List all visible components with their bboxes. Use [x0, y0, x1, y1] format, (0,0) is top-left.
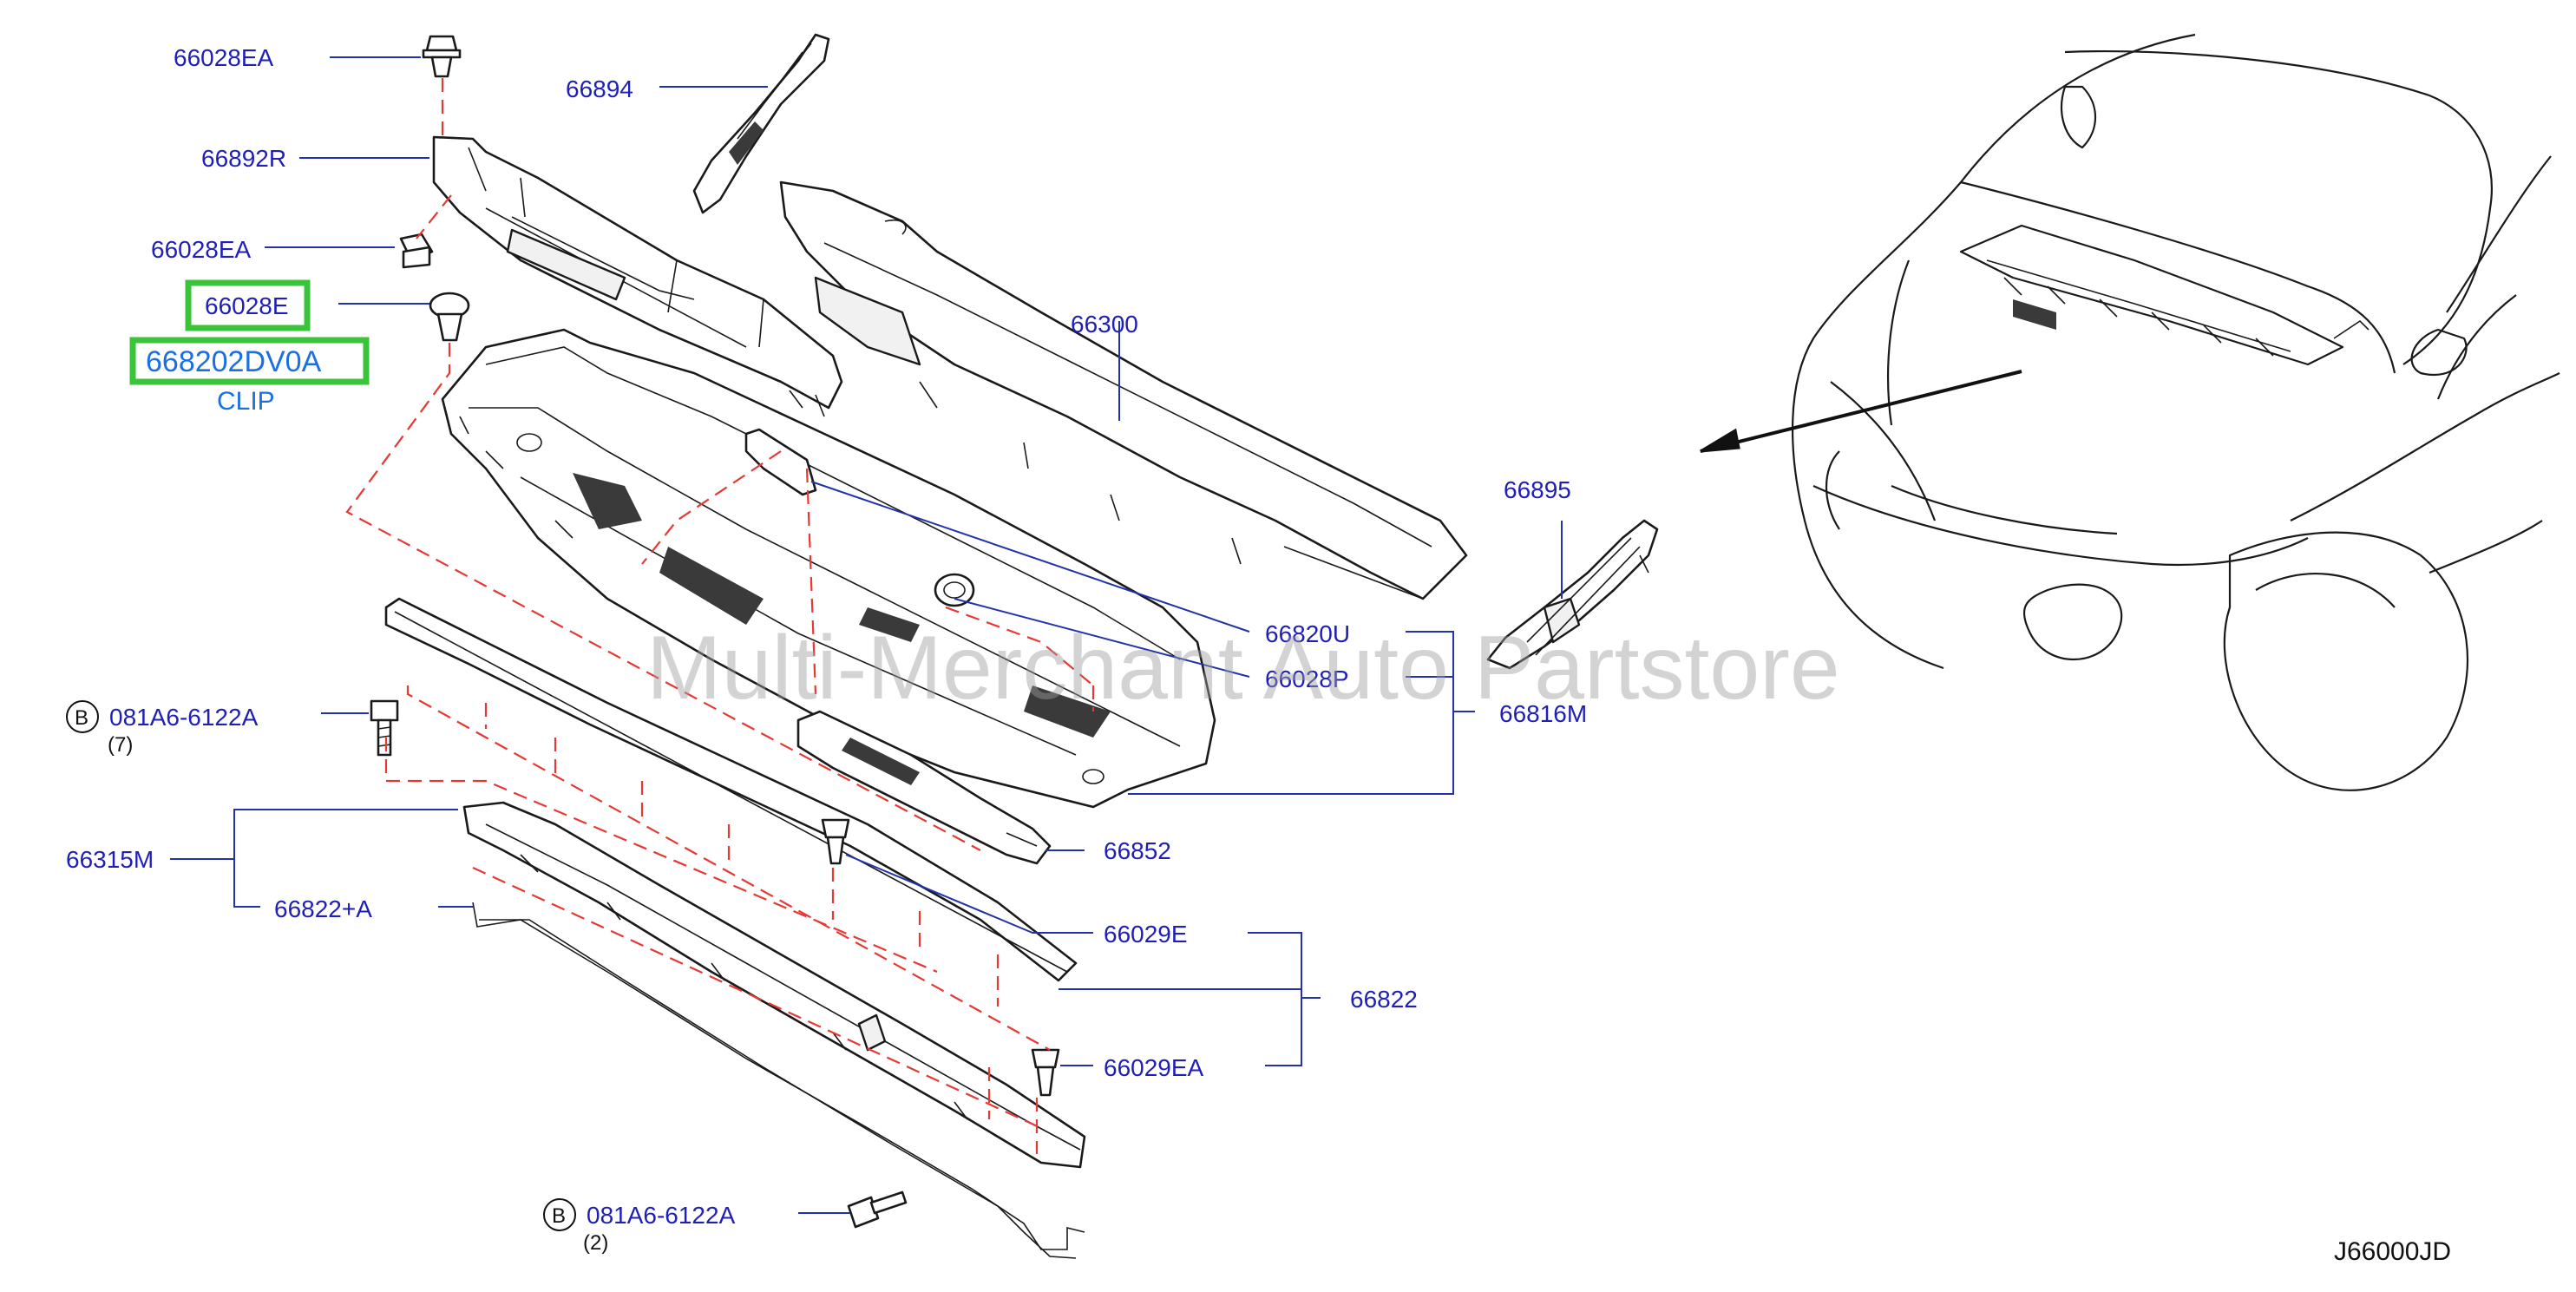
b-marker-bottom-letter: B [552, 1204, 566, 1228]
fastener-66028EA-top [422, 35, 462, 78]
label-66820U[interactable]: 66820U [1265, 620, 1350, 647]
label-clip: CLIP [217, 387, 275, 416]
label-668202DV0A[interactable]: 668202DV0A [146, 345, 322, 378]
part-66816M [441, 328, 1216, 809]
part-66852 [796, 710, 1052, 865]
part-66315M [462, 801, 1086, 1169]
label-66894[interactable]: 66894 [566, 75, 633, 102]
fastener-bolt-bottom [847, 1190, 908, 1229]
label-66028EA-top[interactable]: 66028EA [174, 44, 274, 71]
label-66816M[interactable]: 66816M [1499, 700, 1587, 727]
label-66895[interactable]: 66895 [1504, 476, 1571, 503]
fastener-66029EA [1031, 1048, 1060, 1097]
label-66029EA[interactable]: 66029EA [1104, 1054, 1204, 1081]
label-bolt-bottom-qty: (2) [583, 1231, 608, 1255]
b-marker-bottom [543, 1198, 576, 1231]
diagram-code: J66000JD [2334, 1237, 2451, 1266]
label-66892R[interactable]: 66892R [201, 145, 286, 172]
label-bolt-top-qty: (7) [108, 733, 133, 757]
label-66822[interactable]: 66822 [1350, 986, 1418, 1013]
label-66028EA-mid[interactable]: 66028EA [151, 236, 252, 263]
label-66028P[interactable]: 66028P [1265, 666, 1349, 692]
highlight-66028E [185, 279, 311, 331]
label-bolt-bottom[interactable]: 081A6-6122A [587, 1202, 736, 1229]
part-66894 [692, 33, 830, 214]
highlight-668202DV0A [129, 337, 370, 385]
fastener-66028EA-mid [399, 233, 434, 269]
b-marker-top-letter: B [75, 706, 88, 730]
label-66029E[interactable]: 66029E [1104, 921, 1188, 948]
part-66820U [744, 428, 817, 496]
fastener-66029E [821, 818, 850, 865]
part-66822 [384, 597, 1078, 982]
label-66822A[interactable]: 66822+A [274, 895, 372, 922]
fastener-bolt-top [370, 699, 399, 757]
fastener-66028E-clip [429, 292, 470, 342]
leader-lines [170, 56, 1563, 1214]
label-66852[interactable]: 66852 [1104, 837, 1171, 864]
part-66895 [1486, 519, 1659, 670]
watermark-text: Multi-Merchant Auto Partstore [646, 618, 1840, 718]
label-66300[interactable]: 66300 [1071, 311, 1138, 338]
part-66028P [934, 573, 975, 607]
part-66822A [472, 902, 1085, 1259]
assembly-dash-lines [345, 78, 1095, 1154]
part-66892R [432, 135, 843, 417]
b-marker-top [66, 700, 99, 733]
label-66315M[interactable]: 66315M [66, 846, 154, 873]
part-labels: 66028EA 66894 66892R 66028EA 66028E 6682… [66, 44, 2451, 1266]
label-bolt-top[interactable]: 081A6-6122A [109, 704, 259, 731]
vehicle-inset [1700, 33, 2560, 791]
label-66028E[interactable]: 66028E [205, 292, 289, 319]
part-66300 [779, 180, 1468, 600]
